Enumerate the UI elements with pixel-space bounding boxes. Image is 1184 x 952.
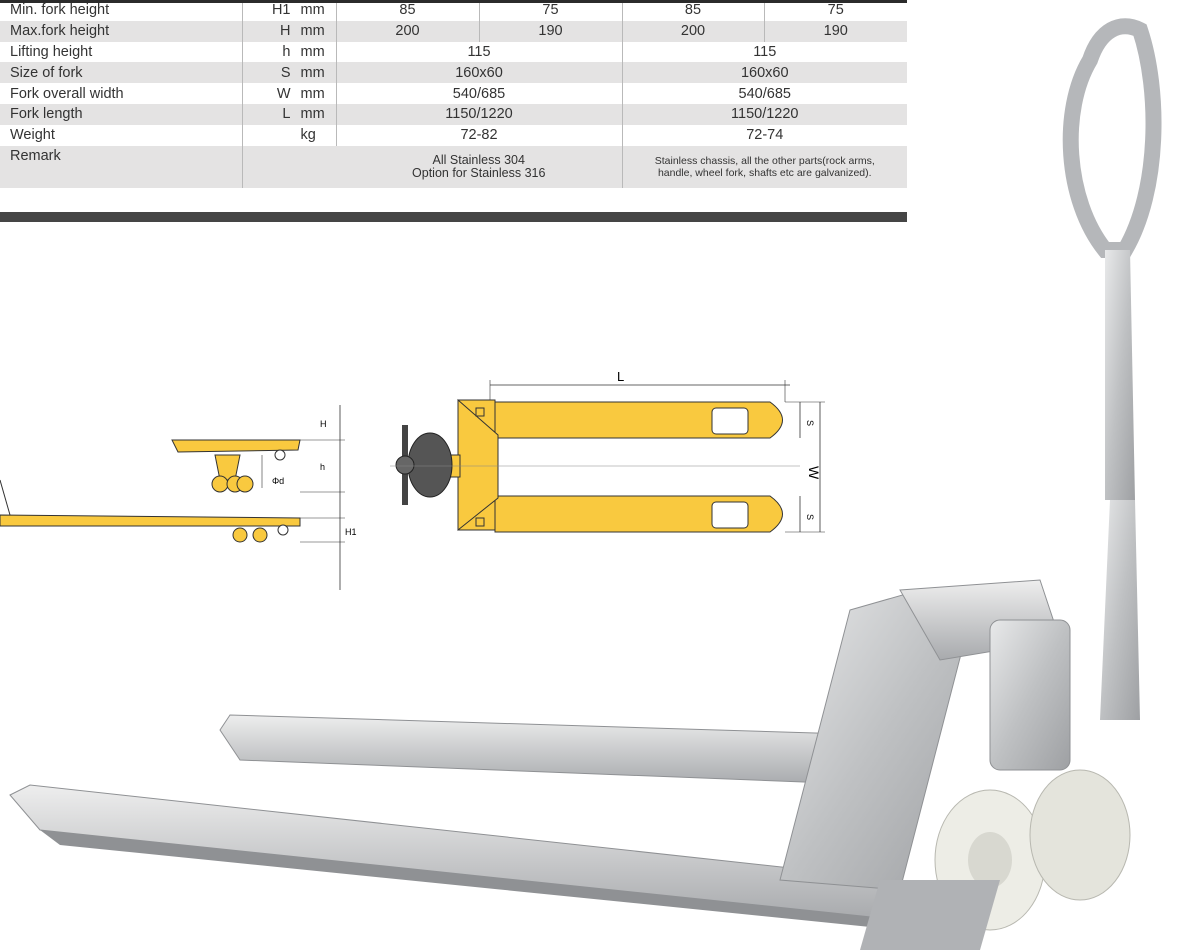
table-bottom-bar (0, 212, 907, 222)
value-cell: 72-74 (622, 124, 907, 146)
value-cell: 1150/1220 (336, 103, 623, 125)
value-cell: 540/685 (622, 83, 907, 104)
value-cell: 190 (479, 20, 623, 42)
label-S-top: S (805, 420, 815, 426)
value-cell: 115 (336, 41, 623, 63)
handle-shaft (1105, 250, 1135, 500)
top-view-drawing: L W S S (390, 369, 825, 533)
param-unit: mm (300, 85, 325, 102)
value-cell: 115 (622, 41, 907, 63)
label-L: L (617, 369, 624, 384)
param-name: Remark (0, 145, 243, 188)
remark-cell: All Stainless 304 Option for Stainless 3… (336, 145, 623, 188)
spec-table: Min. fork height H1 mm 85 75 85 75 Max.fo… (0, 0, 907, 188)
param-name: Size of fork (0, 62, 243, 84)
label-H: H (320, 419, 327, 429)
label-h: h (320, 462, 325, 472)
param-unit: mm (300, 2, 325, 19)
side-view-drawing: H h Φd H1 (0, 405, 357, 590)
value-cell: 160x60 (622, 62, 907, 84)
table-top-bar (0, 0, 907, 3)
label-phi-d: Φd (272, 476, 284, 486)
pump-unit (989, 619, 1071, 771)
param-unit: mm (300, 64, 325, 81)
param-unit: mm (300, 106, 325, 123)
param-symbol: H1 (271, 2, 291, 19)
param-symbol: H (280, 23, 291, 40)
value-cell: 75 (479, 0, 623, 21)
value-cell: 540/685 (336, 83, 623, 104)
param-unit: mm (300, 23, 325, 40)
technical-drawings: H h Φd H1 L W S S (0, 369, 825, 590)
value-cell: 72-82 (336, 124, 623, 146)
value-cell: 200 (336, 20, 480, 42)
param-name: Weight (0, 124, 243, 146)
param-symbol: L (282, 106, 291, 123)
param-unit: kg (300, 127, 316, 144)
value-cell: 160x60 (336, 62, 623, 84)
param-name: Min. fork height (0, 0, 243, 21)
label-W: W (806, 466, 822, 480)
remark-cell: Stainless chassis, all the other parts(r… (622, 145, 907, 188)
handle-loop (1062, 18, 1162, 258)
param-name: Max.fork height (0, 20, 243, 42)
param-unit: mm (300, 43, 325, 60)
param-name: Lifting height (0, 41, 243, 63)
value-cell: 85 (336, 0, 480, 21)
value-cell: 190 (764, 20, 907, 42)
value-cell: 75 (764, 0, 907, 21)
value-cell: 85 (622, 0, 765, 21)
param-symbol: S (280, 64, 291, 81)
value-cell: 1150/1220 (622, 103, 907, 125)
param-name: Fork length (0, 103, 243, 125)
steering-wheel-back (1029, 769, 1131, 901)
value-cell: 200 (622, 20, 765, 42)
table-row: Weight kg 72-82 72-74 (0, 124, 907, 146)
param-name: Fork overall width (0, 83, 243, 104)
label-S-bottom: S (805, 514, 815, 520)
table-row: Min. fork height H1 mm 85 75 85 75 (0, 0, 907, 21)
table-row-remark: Remark All Stainless 304 Option for Stai… (0, 145, 907, 188)
label-H1: H1 (345, 527, 357, 537)
param-symbol: W (276, 85, 291, 102)
param-symbol: h (282, 43, 291, 60)
fork-back (219, 714, 881, 786)
